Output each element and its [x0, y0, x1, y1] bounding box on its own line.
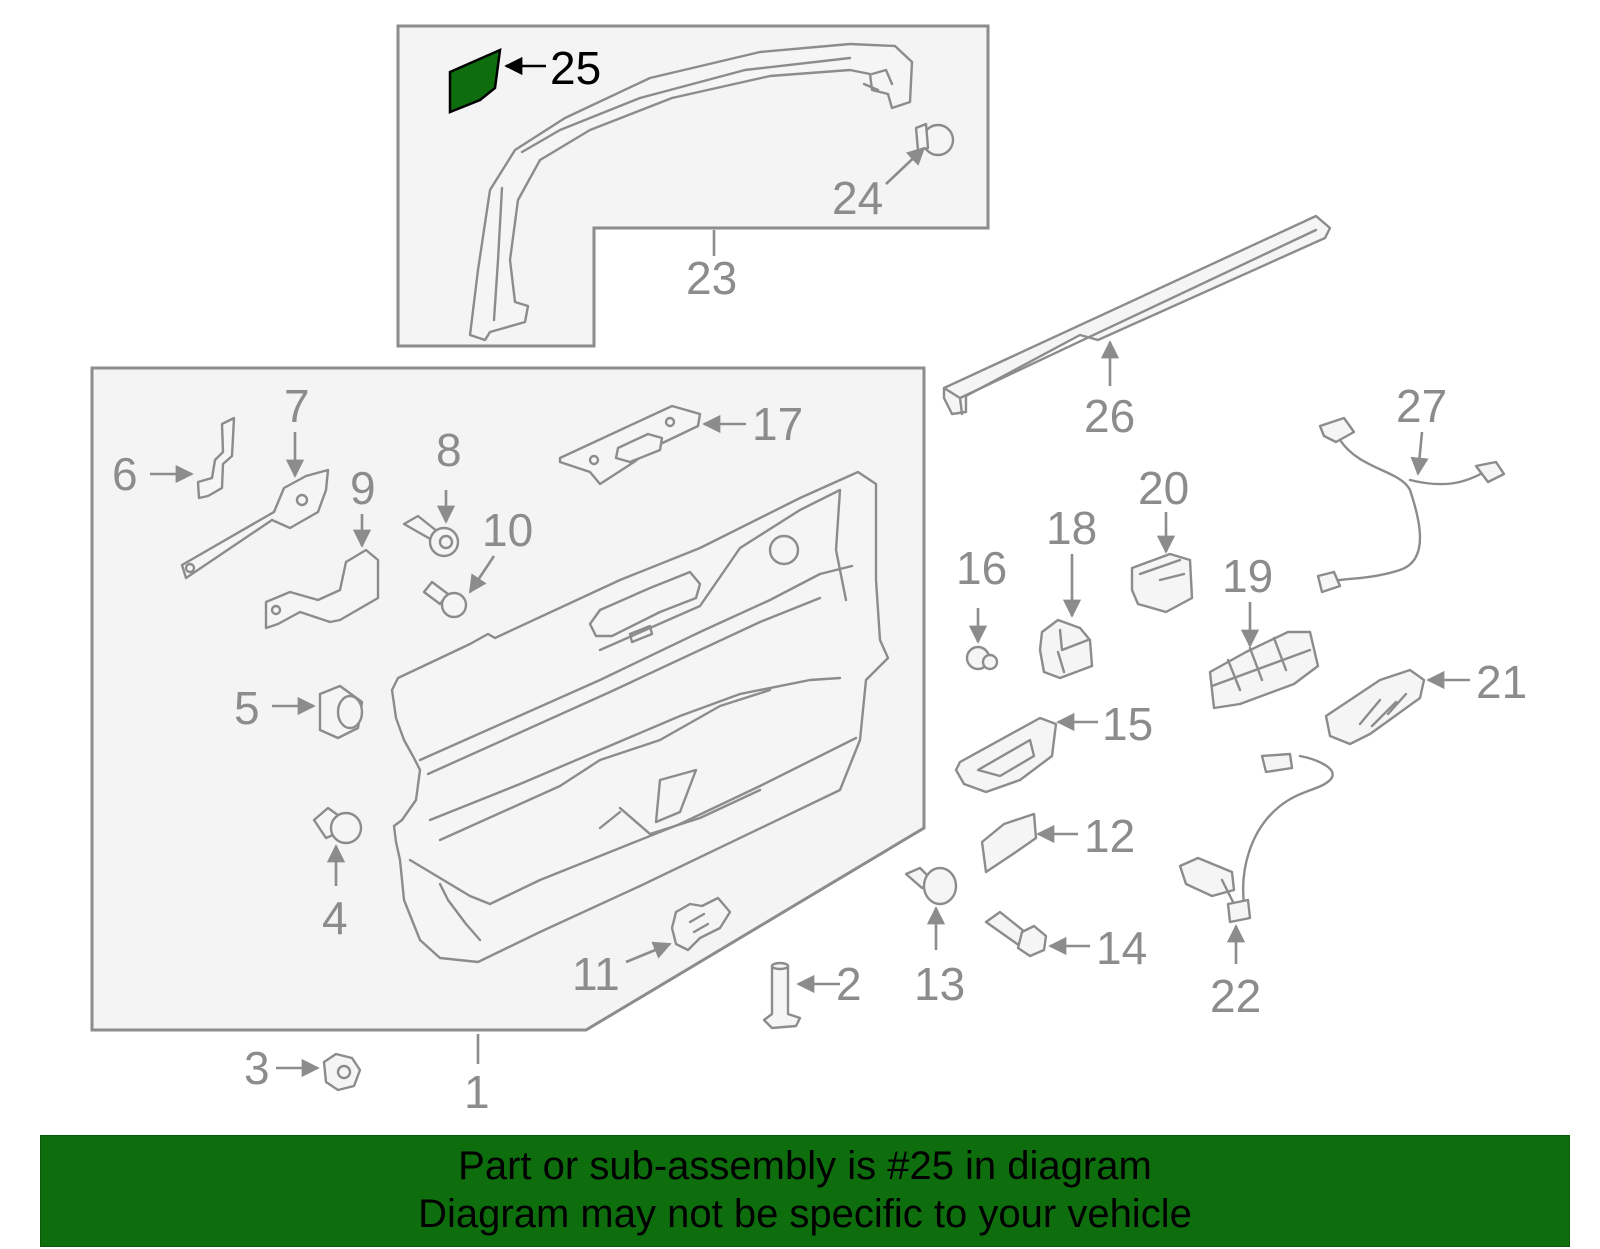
callout-5: 5: [234, 682, 260, 734]
callout-6: 6: [112, 448, 138, 500]
upper-moulding-23[interactable]: [468, 42, 914, 342]
switch-block-19[interactable]: [1208, 630, 1320, 710]
callout-4: 4: [322, 892, 348, 944]
callout-8: 8: [436, 424, 462, 476]
callout-11: 11: [572, 948, 620, 1000]
callout-19: 19: [1222, 550, 1273, 602]
bracket-7[interactable]: [180, 468, 330, 580]
upper-trim-group-box: [396, 24, 990, 348]
callout-18: 18: [1046, 502, 1097, 554]
callout-1: 1: [464, 1066, 490, 1118]
callout-15: 15: [1102, 698, 1153, 750]
leader-11: [625, 941, 672, 964]
callout-26: 26: [1084, 390, 1135, 442]
switch-18[interactable]: [1038, 618, 1094, 680]
banner-disclaimer-text: Diagram may not be specific to your vehi…: [418, 1192, 1192, 1236]
callout-27: 27: [1396, 380, 1447, 432]
grommet-5[interactable]: [318, 684, 364, 740]
callout-16: 16: [956, 542, 1007, 594]
handle-bezel-15[interactable]: [954, 716, 1058, 794]
bolt-14[interactable]: [984, 910, 1048, 958]
callout-14: 14: [1096, 922, 1147, 974]
clip-cluster-11[interactable]: [670, 896, 732, 952]
pin-2[interactable]: [762, 961, 802, 1030]
callout-10: 10: [482, 504, 533, 556]
wiring-harness-27[interactable]: [1316, 416, 1506, 594]
leader-24: [885, 146, 926, 185]
clip-24[interactable]: [914, 122, 955, 157]
bracket-6[interactable]: [196, 416, 236, 500]
callout-7: 7: [284, 380, 310, 432]
switch-20[interactable]: [1130, 552, 1194, 614]
push-clip-13[interactable]: [904, 866, 958, 906]
switch-21[interactable]: [1324, 668, 1426, 746]
leader-10: [468, 555, 496, 594]
callout-3: 3: [244, 1042, 270, 1094]
push-pin-4[interactable]: [312, 806, 363, 845]
callout-12: 12: [1084, 810, 1135, 862]
screw-8[interactable]: [402, 514, 460, 558]
nut-3[interactable]: [322, 1052, 362, 1092]
callout-21: 21: [1476, 656, 1527, 708]
leader-27: [1410, 431, 1429, 476]
bracket-9[interactable]: [264, 548, 380, 630]
callout-20: 20: [1138, 462, 1189, 514]
highlighted-part-25[interactable]: [448, 47, 502, 114]
part-info-banner: Part or sub-assembly is #25 in diagram D…: [40, 1135, 1570, 1247]
banner-part-text: Part or sub-assembly is #25 in diagram: [458, 1144, 1152, 1188]
weatherstrip-26[interactable]: [942, 214, 1332, 416]
harness-22[interactable]: [1178, 752, 1334, 924]
callout-13: 13: [914, 958, 965, 1010]
callout-17: 17: [752, 398, 803, 450]
callout-25: 25: [550, 42, 601, 94]
callout-23: 23: [686, 252, 737, 304]
callout-9: 9: [350, 462, 376, 514]
switch-bezel-17[interactable]: [558, 404, 702, 486]
door-trim-panel-1[interactable]: [390, 470, 890, 964]
cover-12[interactable]: [980, 812, 1038, 874]
callout-2: 2: [836, 958, 862, 1010]
callout-22: 22: [1210, 970, 1261, 1022]
screw-10[interactable]: [422, 580, 468, 619]
callout-24: 24: [832, 172, 883, 224]
clip-16[interactable]: [965, 645, 999, 671]
